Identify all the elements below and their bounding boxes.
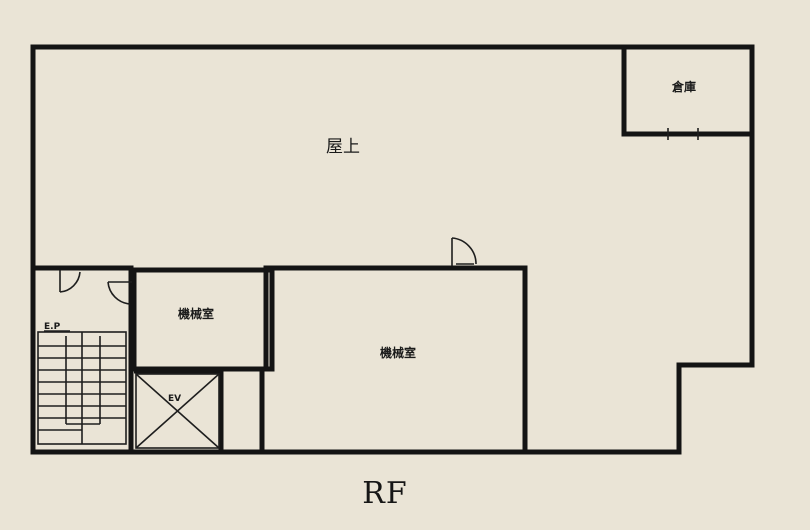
machine-room-small-label: 機械室 [178,306,214,321]
elevator-shaft [135,373,220,449]
machine-room-large-wall [263,265,528,452]
outer-wall [30,44,755,455]
storage-label: 倉庫 [671,79,696,94]
rooftop-label: 屋上 [326,137,360,157]
storage-wall [621,47,752,137]
elevator-label: EV [168,394,181,404]
machine-room-small-wall [131,267,275,372]
ep-label: E.P [44,322,61,332]
staircase [37,331,127,445]
machine-room-large-label: 機械室 [380,345,416,360]
stair-door-top [59,270,81,293]
machine-room-small-door [107,281,132,305]
floor-label: RF [362,476,408,511]
rooftop-door [451,237,477,266]
stair-area-wall [33,265,134,452]
